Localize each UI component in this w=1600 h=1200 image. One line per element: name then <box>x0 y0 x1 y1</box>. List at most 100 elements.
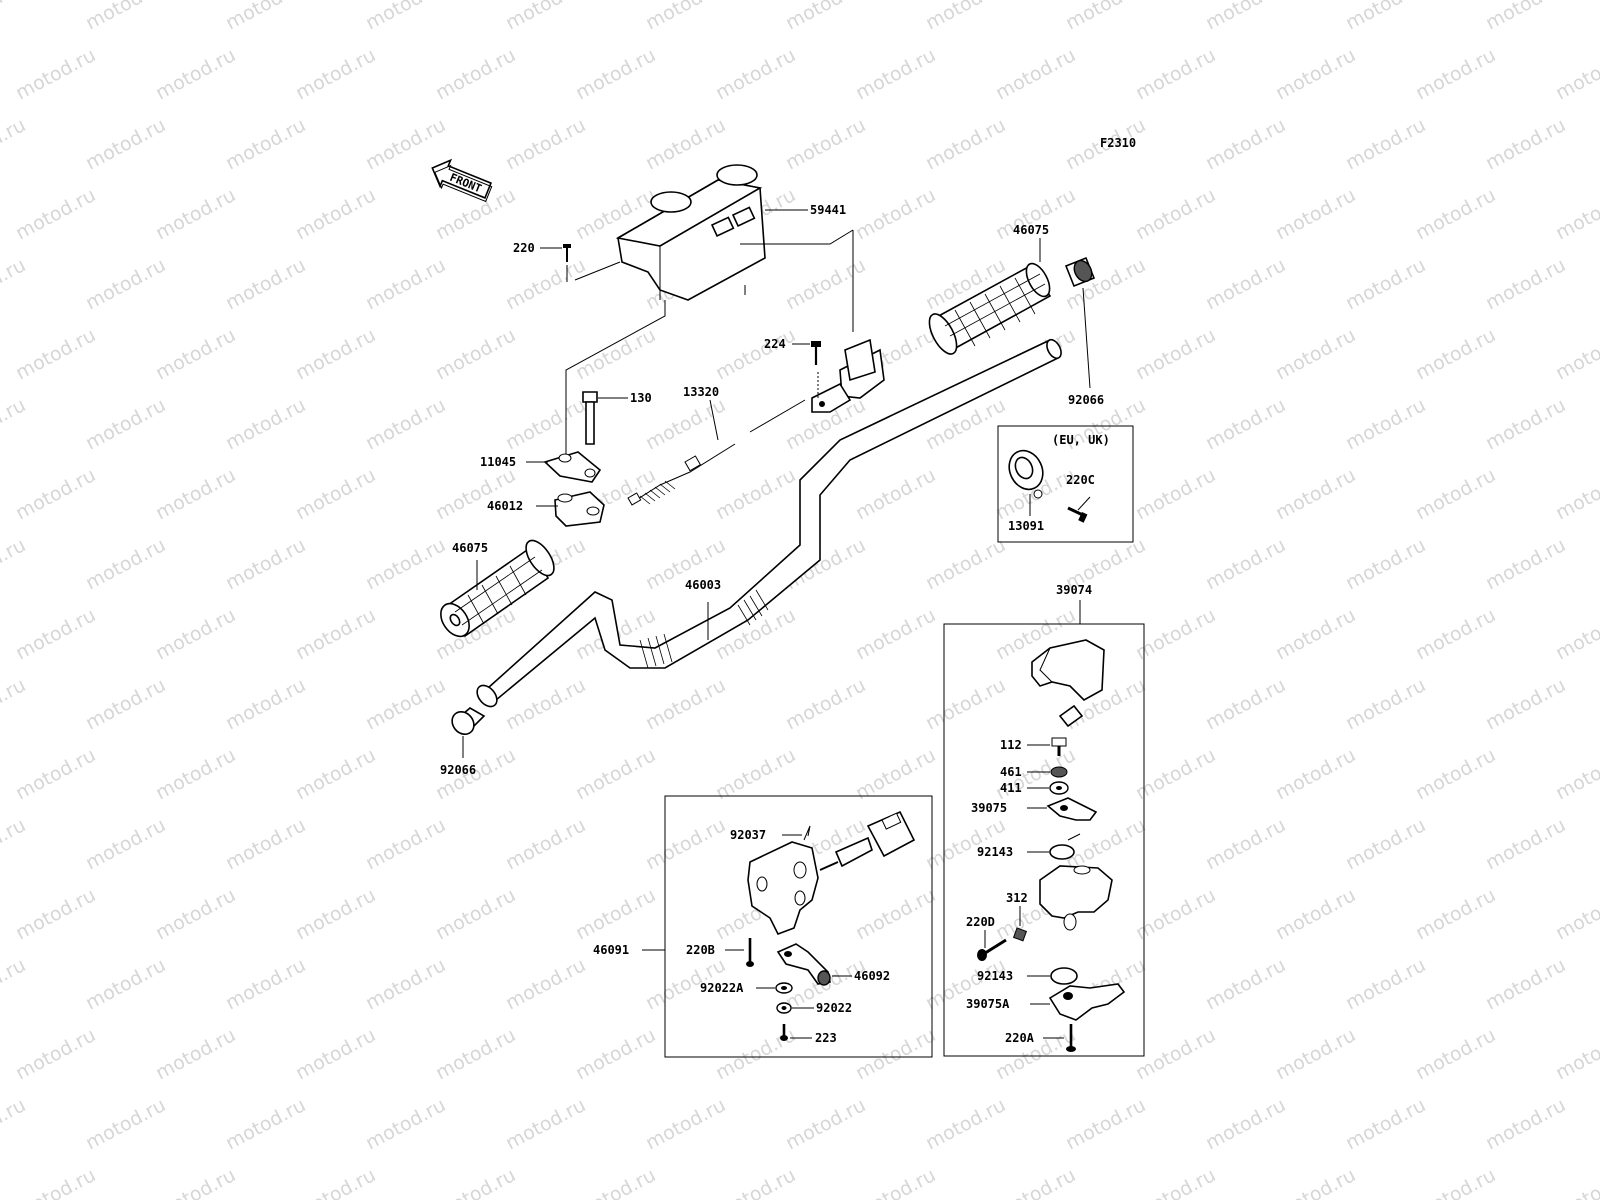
watermark-text: motod.ru <box>1272 324 1359 384</box>
label-11045: 11045 <box>480 455 516 469</box>
watermark-text: motod.ru <box>1412 1164 1499 1200</box>
watermark-text: motod.ru <box>1272 464 1359 524</box>
label-411: 411 <box>1000 781 1022 795</box>
watermark-text: motod.ru <box>152 1164 239 1200</box>
label-130: 130 <box>630 391 652 405</box>
watermark-text: motod.ru <box>1342 394 1429 454</box>
watermark-text: motod.ru <box>222 814 309 874</box>
watermark-text: motod.ru <box>292 884 379 944</box>
watermark-text: motod.ru <box>152 44 239 104</box>
watermark-text: motod.ru <box>782 114 869 174</box>
watermark-text: motod.ru <box>642 814 729 874</box>
watermark-text: motod.ru <box>82 674 169 734</box>
label-46012: 46012 <box>487 499 523 513</box>
watermark-text: motod.ru <box>1412 464 1499 524</box>
watermark-text: motod.ru <box>1062 814 1149 874</box>
watermark-text: motod.ru <box>152 884 239 944</box>
spring-part-icon <box>1058 704 1084 728</box>
watermark-text: motod.ru <box>852 1164 939 1200</box>
nut-312-icon <box>1012 927 1028 942</box>
watermark-text: motod.ru <box>852 1024 939 1084</box>
holder-46012 <box>554 491 605 527</box>
watermark-text: motod.ru <box>432 324 519 384</box>
watermark-text: motod.ru <box>362 394 449 454</box>
watermark-text: motod.ru <box>1132 324 1219 384</box>
watermark-text: motod.ru <box>152 184 239 244</box>
watermark-text: motod.ru <box>852 884 939 944</box>
watermark-text: motod.ru <box>712 464 799 524</box>
label-92037: 92037 <box>730 828 766 842</box>
switch-housing-left <box>747 841 819 936</box>
watermark-text: motod.ru <box>712 744 799 804</box>
watermark-text: motod.ru <box>922 114 1009 174</box>
label-46075-right: 46075 <box>1013 223 1049 237</box>
watermark-text: motod.ru <box>1342 954 1429 1014</box>
watermark-text: motod.ru <box>1412 884 1499 944</box>
watermark-text: motod.ru <box>292 1024 379 1084</box>
watermark-text: motod.ru <box>12 44 99 104</box>
watermark-text: motod.ru <box>292 324 379 384</box>
watermark-text: motod.ru <box>712 1164 799 1200</box>
watermark-text: motod.ru <box>82 394 169 454</box>
watermark-text: motod.ru <box>1132 44 1219 104</box>
watermark-text: motod.ru <box>12 1164 99 1200</box>
watermark-text: motod.ru <box>572 744 659 804</box>
watermark-text: motod.ru <box>432 464 519 524</box>
watermark-text: motod.ru <box>502 254 589 314</box>
watermark-text: motod.ru <box>1132 604 1219 664</box>
throttle-housing <box>811 338 885 413</box>
label-220c: 220C <box>1066 473 1095 487</box>
watermark-text: motod.ru <box>432 884 519 944</box>
watermark-text: motod.ru <box>1412 604 1499 664</box>
wire-connector <box>819 810 916 871</box>
watermark-text: motod.ru <box>432 1024 519 1084</box>
watermark-text: motod.ru <box>782 1094 869 1154</box>
watermark-text: motod.ru <box>1482 394 1569 454</box>
watermark-text: motod.ru <box>222 674 309 734</box>
watermark-text: motod.ru <box>1552 184 1600 244</box>
label-39074: 39074 <box>1056 583 1092 597</box>
watermark-text: motod.ru <box>1272 884 1359 944</box>
watermark-text: motod.ru <box>1132 1164 1219 1200</box>
figure-code: F2310 <box>1100 136 1136 150</box>
lever-46092 <box>776 943 831 986</box>
watermark-text: motod.ru <box>292 184 379 244</box>
watermark-text: motod.ru <box>362 254 449 314</box>
watermark-text: motod.ru <box>1342 814 1429 874</box>
watermark-text: motod.ru <box>1482 114 1569 174</box>
watermark-text: motod.ru <box>572 44 659 104</box>
left-switch-inset-frame <box>664 795 933 1058</box>
watermark-text: motod.ru <box>1342 0 1429 34</box>
watermark-text: motod.ru <box>362 814 449 874</box>
watermark-text: motod.ru <box>1272 1024 1359 1084</box>
watermark-text: motod.ru <box>0 534 29 594</box>
screw-220d-icon <box>977 938 1007 961</box>
screw-220a-icon <box>1066 1024 1076 1052</box>
watermark-text: motod.ru <box>642 0 729 34</box>
watermark-text: motod.ru <box>502 954 589 1014</box>
watermark-text: motod.ru <box>1412 184 1499 244</box>
watermark-text: motod.ru <box>992 44 1079 104</box>
watermark-text: motod.ru <box>362 114 449 174</box>
watermark-text: motod.ru <box>922 1094 1009 1154</box>
watermark-text: motod.ru <box>222 254 309 314</box>
watermark-text: motod.ru <box>1552 1164 1600 1200</box>
watermark-text: motod.ru <box>1412 324 1499 384</box>
watermark-text: motod.ru <box>12 604 99 664</box>
watermark-text: motod.ru <box>82 254 169 314</box>
watermark-text: motod.ru <box>82 1094 169 1154</box>
label-220d: 220D <box>966 915 995 929</box>
watermark-text: motod.ru <box>1202 394 1289 454</box>
watermark-text: motod.ru <box>1482 1094 1569 1154</box>
watermark-text: motod.ru <box>0 0 29 34</box>
watermark-text: motod.ru <box>1552 464 1600 524</box>
label-92066-left: 92066 <box>440 763 476 777</box>
watermark-text: motod.ru <box>1412 44 1499 104</box>
right-grip <box>928 262 1052 355</box>
watermark-text: motod.ru <box>432 1164 519 1200</box>
watermark-text: motod.ru <box>1202 814 1289 874</box>
watermark-text: motod.ru <box>1482 534 1569 594</box>
watermark-text: motod.ru <box>852 744 939 804</box>
watermark-text: motod.ru <box>0 1094 29 1154</box>
watermark-text: motod.ru <box>1482 814 1569 874</box>
